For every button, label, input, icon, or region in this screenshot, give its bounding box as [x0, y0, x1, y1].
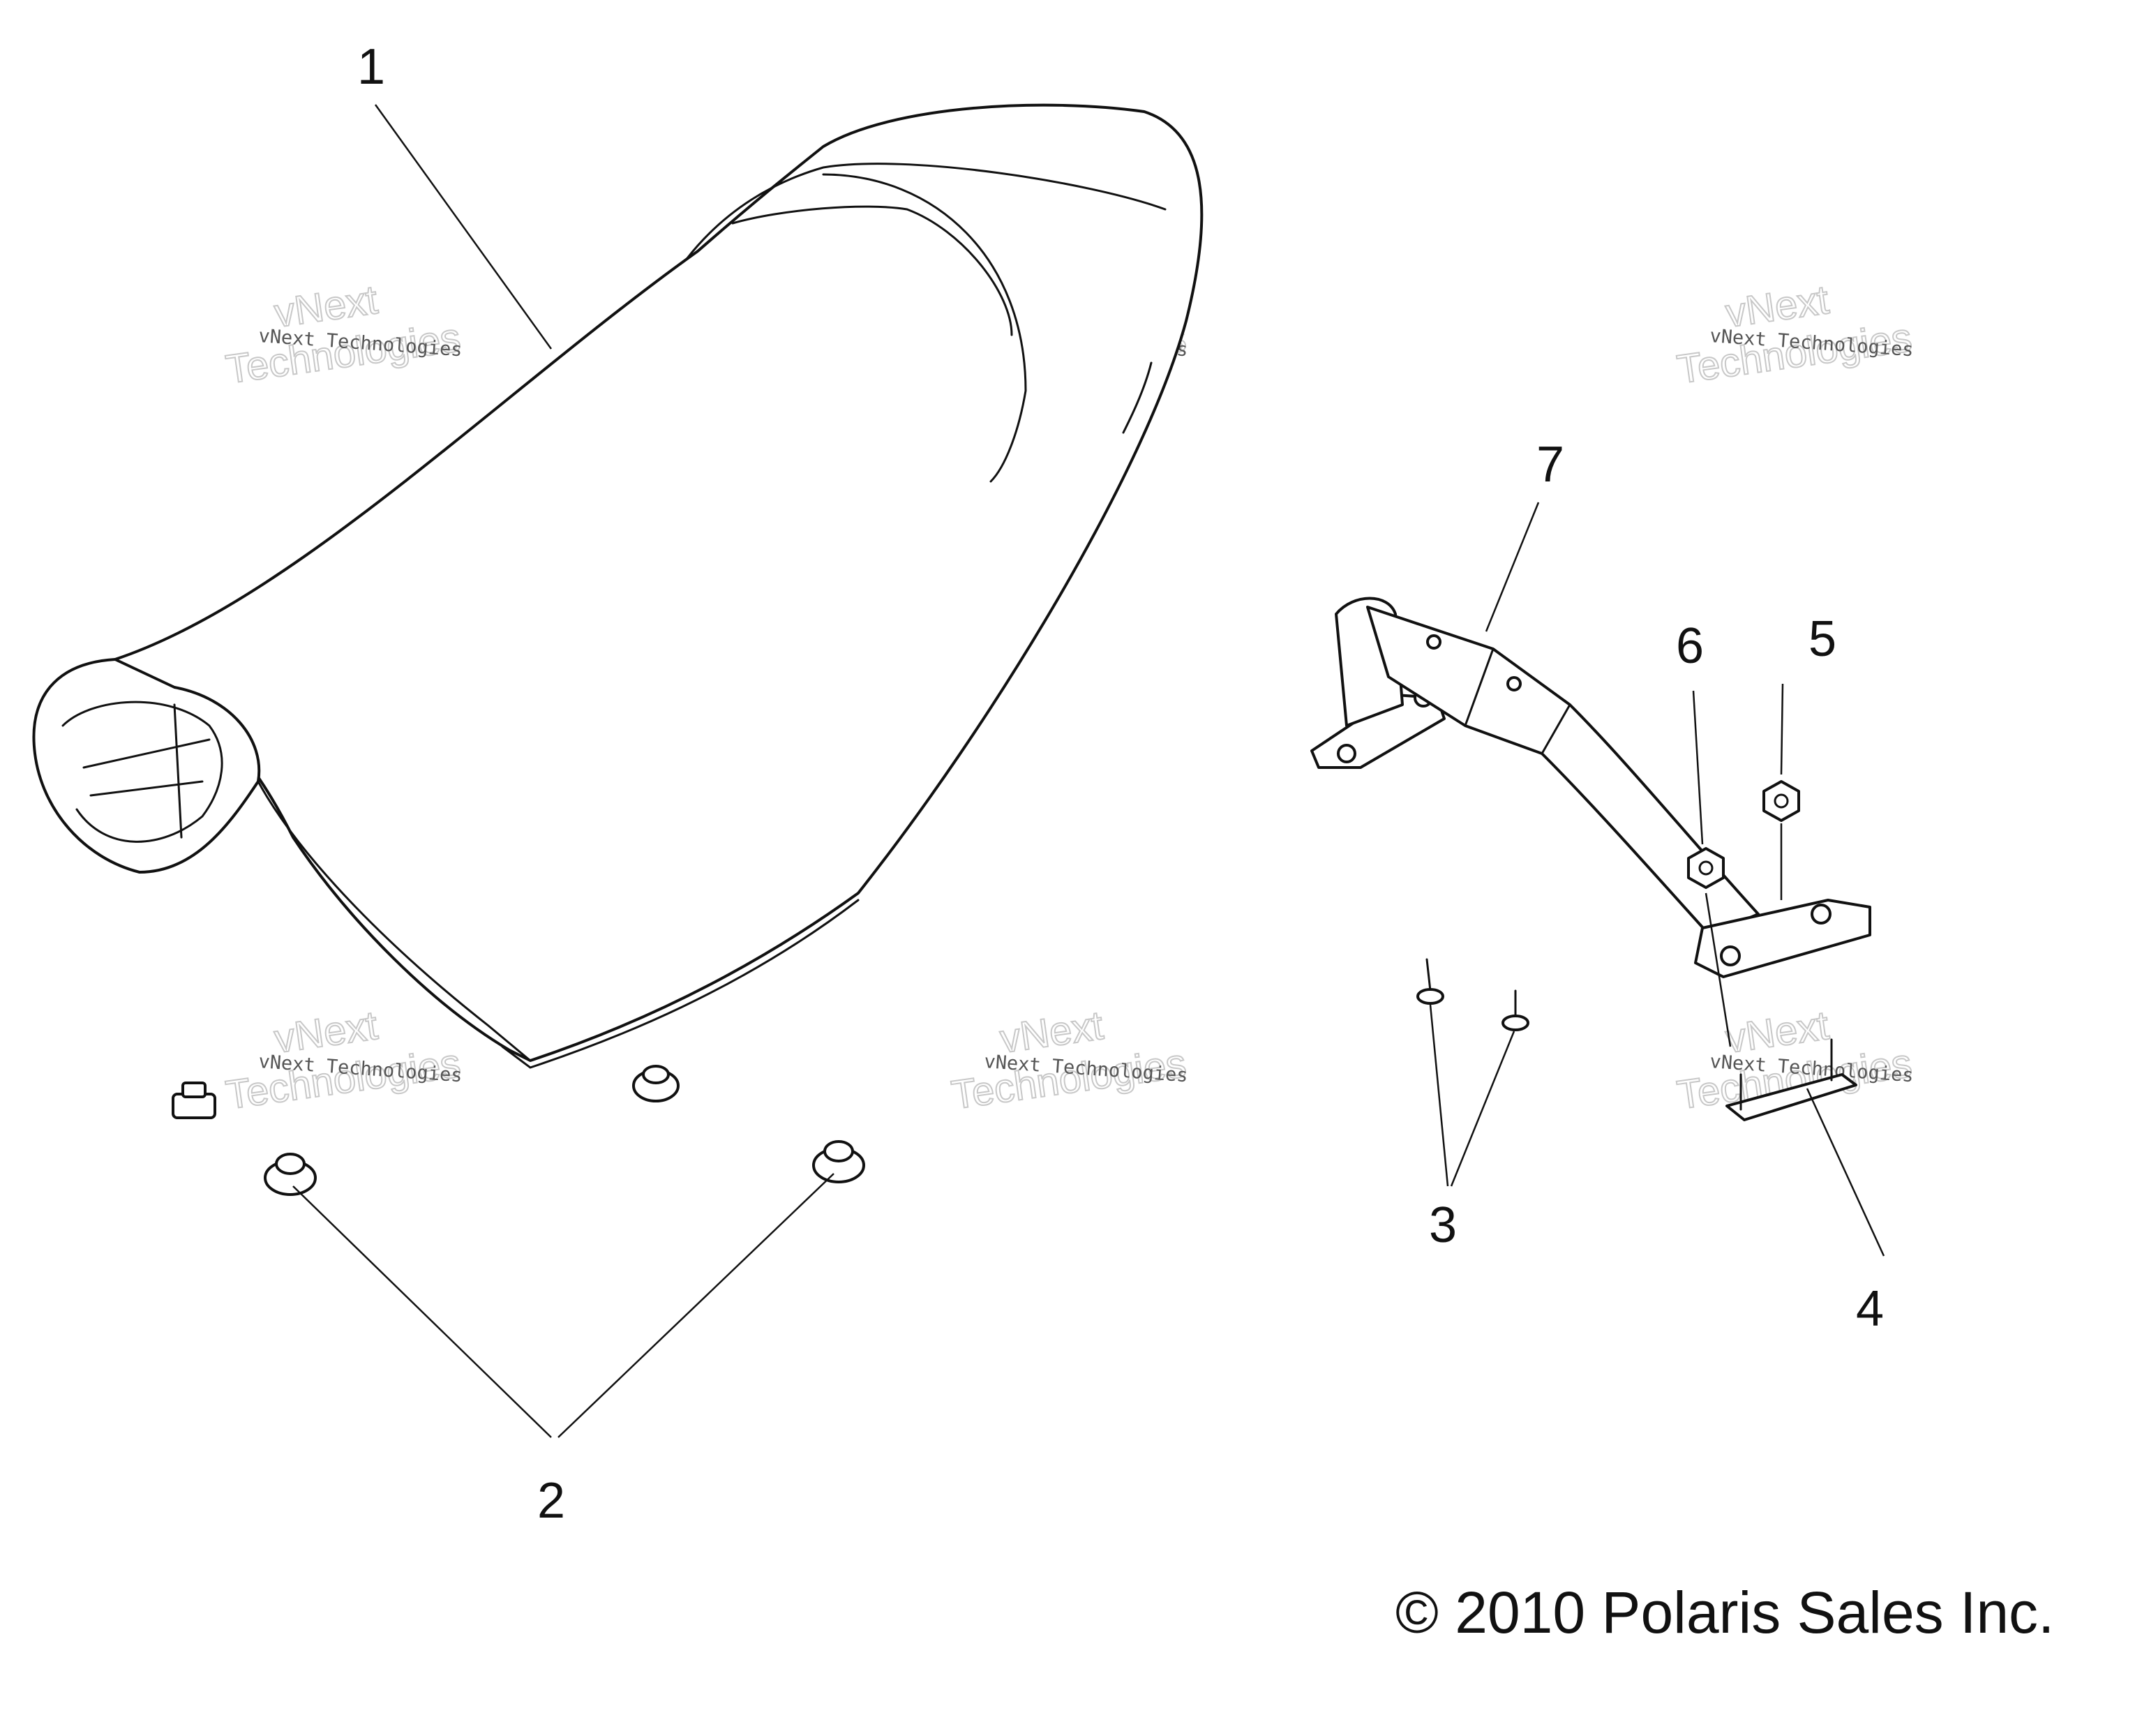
leader-7: [1485, 502, 1540, 632]
seat-front-inner: [61, 701, 223, 843]
seat-front-end: [32, 658, 261, 874]
bolt-b: [1501, 989, 1529, 1031]
leader-lines: [292, 104, 1885, 1438]
stud-plate-body: [1725, 1073, 1857, 1121]
callout-7: 7: [1536, 437, 1564, 493]
watermark-5: vNext Technologies: [948, 1002, 1190, 1118]
seat-front-detail: [82, 703, 211, 839]
fastener-d: [812, 1140, 865, 1183]
bolt-a: [1416, 958, 1444, 1005]
fastener-d-head: [823, 1140, 854, 1162]
seat-rear-stripe-1: [731, 205, 1013, 336]
grab-bar-tube-seam: [1464, 648, 1571, 755]
bolts-part-3: [1416, 958, 1529, 1031]
grab-bar-part: [1310, 597, 1871, 978]
seat-part: [32, 103, 1204, 1069]
nut-part-5: [1762, 780, 1800, 822]
leader-2a: [292, 1185, 552, 1438]
callout-3: 3: [1429, 1197, 1457, 1253]
grab-bar-hole-1: [1426, 634, 1441, 650]
nut-6-body: [1687, 847, 1725, 889]
stud-plate-part-4: [1725, 1038, 1857, 1121]
nut-5-body: [1762, 780, 1800, 822]
fastener-c-head: [275, 1153, 306, 1175]
nut-5-hole: [1774, 793, 1789, 809]
seat-side-edge: [257, 780, 532, 1062]
grab-bar-left-hole-1: [1337, 744, 1356, 763]
bolt-b-head: [1501, 1015, 1529, 1031]
fastener-b-head: [642, 1065, 670, 1084]
leader-5: [1780, 683, 1784, 775]
fastener-c: [264, 1153, 317, 1196]
seat-rear-stripe-3: [1122, 361, 1153, 434]
leader-2b: [557, 1173, 834, 1438]
seat-bottom-edge: [501, 899, 860, 1069]
watermark-1: vNext Technologies: [223, 276, 464, 393]
leader-3a: [1429, 1004, 1449, 1187]
grab-bar-tube: [1366, 606, 1760, 936]
callout-4: 4: [1856, 1281, 1884, 1337]
leader-4: [1806, 1088, 1885, 1257]
watermark-3: vNext Technologies: [1674, 276, 1915, 393]
seat-body: [114, 103, 1204, 1062]
leader-3b: [1450, 1031, 1515, 1187]
grab-bar-hole-2: [1506, 676, 1522, 691]
callout-1: 1: [357, 39, 385, 95]
callout-6: 6: [1676, 618, 1704, 674]
seat-rear-stripe-2: [822, 173, 1027, 483]
grab-bar-right-hole-2: [1811, 904, 1832, 925]
nut-6-hole: [1698, 860, 1714, 876]
fastener-a: [172, 1082, 216, 1119]
bolt-a-head: [1416, 988, 1444, 1005]
grab-bar-right-hole-1: [1720, 945, 1741, 966]
callout-5: 5: [1808, 611, 1836, 667]
seat-rear-hump: [686, 163, 1167, 260]
leader-6: [1692, 690, 1704, 845]
fastener-a-head: [181, 1082, 207, 1098]
bolt-a-shank: [1425, 958, 1432, 992]
leader-6b: [1705, 892, 1732, 1047]
fasteners-part-2: [172, 1065, 865, 1196]
callout-numbers: 1 2 3 4 5 6 7: [357, 39, 1884, 1529]
nut-part-6: [1687, 847, 1725, 889]
copyright-text: © 2010 Polaris Sales Inc.: [1395, 1580, 2054, 1645]
callout-2: 2: [537, 1473, 565, 1529]
fastener-b: [632, 1065, 680, 1102]
leader-1: [374, 104, 553, 350]
watermark-4: vNext Technologies: [223, 1002, 464, 1118]
